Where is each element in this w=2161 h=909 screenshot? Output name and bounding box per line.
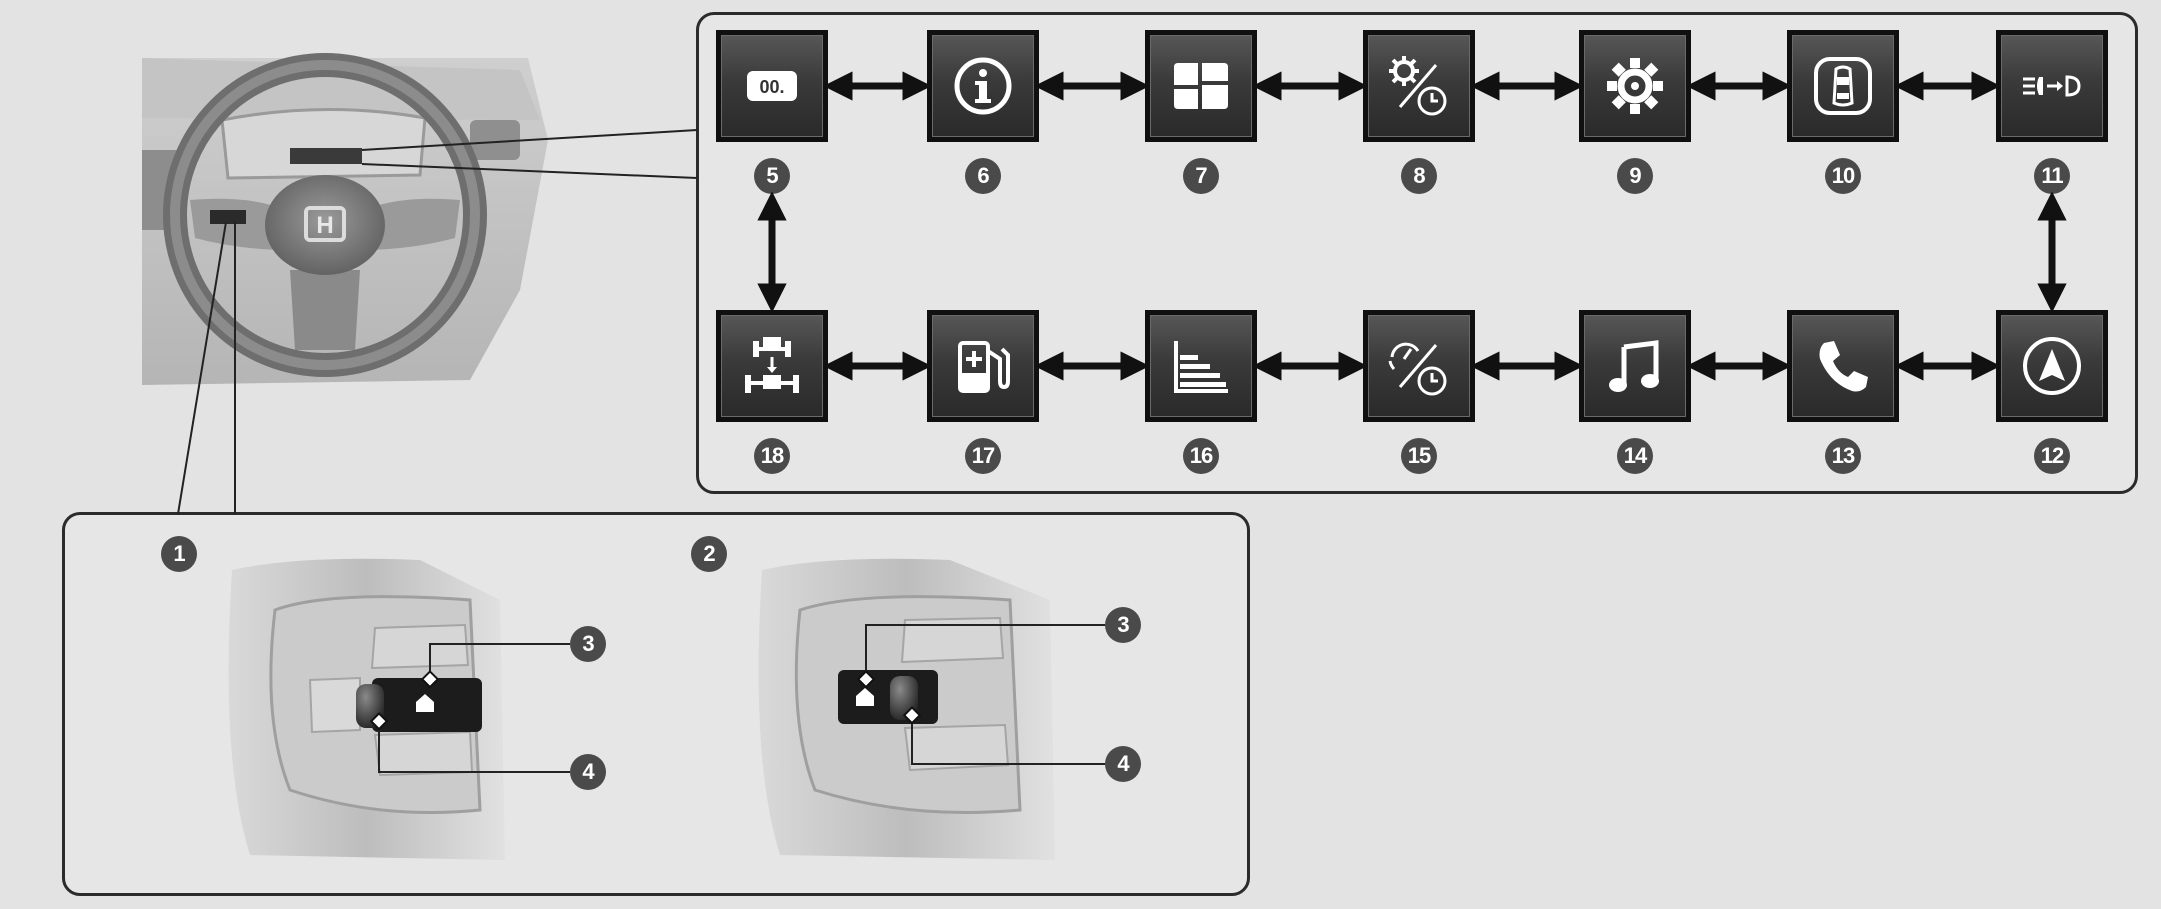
menu-tile-17	[927, 310, 1039, 422]
menu-tile-face	[932, 35, 1034, 137]
switch-leader-line	[177, 221, 227, 515]
menu-tile-18	[716, 310, 828, 422]
bar-graph-icon	[1174, 341, 1228, 393]
menu-number-6: 6	[965, 158, 1001, 194]
callout-thumbwheel-2: 4	[1105, 746, 1141, 782]
menu-tile-face: 00.	[721, 35, 823, 137]
menu-tile-face	[1584, 35, 1686, 137]
menu-tile-6	[927, 30, 1039, 142]
menu-tile-face	[1368, 315, 1470, 417]
callout-home-button-2: 3	[1105, 607, 1141, 643]
menu-tile-face	[1150, 35, 1252, 137]
svg-text:H: H	[316, 212, 333, 239]
menu-tile-face	[932, 315, 1034, 417]
callout-home-button-1: 3	[570, 626, 606, 662]
menu-tile-14	[1579, 310, 1691, 422]
menu-number-14: 14	[1617, 438, 1653, 474]
menu-tile-8	[1363, 30, 1475, 142]
menu-tile-face	[1368, 35, 1470, 137]
menu-tile-face	[1584, 315, 1686, 417]
split-display-icon	[1174, 63, 1228, 109]
menu-tile-face	[2001, 315, 2103, 417]
variant-label-1: 1	[161, 536, 197, 572]
menu-tile-13	[1787, 310, 1899, 422]
gear-icon	[1607, 58, 1663, 114]
speed-timer-icon	[1388, 342, 1447, 396]
menu-number-9: 9	[1617, 158, 1653, 194]
fuel-icon	[958, 341, 1010, 393]
powertrain-icon	[745, 337, 799, 393]
menu-tile-face	[1150, 315, 1252, 417]
display-leader-line	[361, 163, 698, 179]
headlight-icon	[2023, 75, 2081, 97]
settings-timer-icon	[1389, 56, 1447, 116]
menu-tile-face	[1792, 35, 1894, 137]
menu-tile-face	[721, 315, 823, 417]
menu-tile-5: 00.	[716, 30, 828, 142]
info-icon	[954, 57, 1012, 115]
menu-number-7: 7	[1183, 158, 1219, 194]
variant-label-2: 2	[691, 536, 727, 572]
menu-tile-16	[1145, 310, 1257, 422]
menu-number-15: 15	[1401, 438, 1437, 474]
menu-tile-11	[1996, 30, 2108, 142]
menu-tile-face	[1792, 315, 1894, 417]
odometer-icon: 00.	[747, 71, 797, 101]
music-icon	[1609, 340, 1659, 392]
menu-number-13: 13	[1825, 438, 1861, 474]
menu-tile-10	[1787, 30, 1899, 142]
steering-switch-panel	[62, 512, 1250, 896]
phone-icon	[1819, 341, 1868, 392]
menu-tile-face	[2001, 35, 2103, 137]
menu-number-12: 12	[2034, 438, 2070, 474]
menu-number-17: 17	[965, 438, 1001, 474]
display-leader-line	[361, 129, 698, 151]
menu-tile-9	[1579, 30, 1691, 142]
menu-number-5: 5	[754, 158, 790, 194]
navigation-icon	[2023, 337, 2081, 395]
menu-tile-7	[1145, 30, 1257, 142]
menu-tile-12	[1996, 310, 2108, 422]
svg-text:00.: 00.	[759, 77, 784, 97]
menu-number-11: 11	[2034, 158, 2070, 194]
callout-thumbwheel-1: 4	[570, 754, 606, 790]
menu-number-18: 18	[754, 438, 790, 474]
vehicle-status-icon	[1814, 57, 1872, 115]
menu-number-8: 8	[1401, 158, 1437, 194]
menu-tile-15	[1363, 310, 1475, 422]
menu-number-10: 10	[1825, 158, 1861, 194]
menu-number-16: 16	[1183, 438, 1219, 474]
